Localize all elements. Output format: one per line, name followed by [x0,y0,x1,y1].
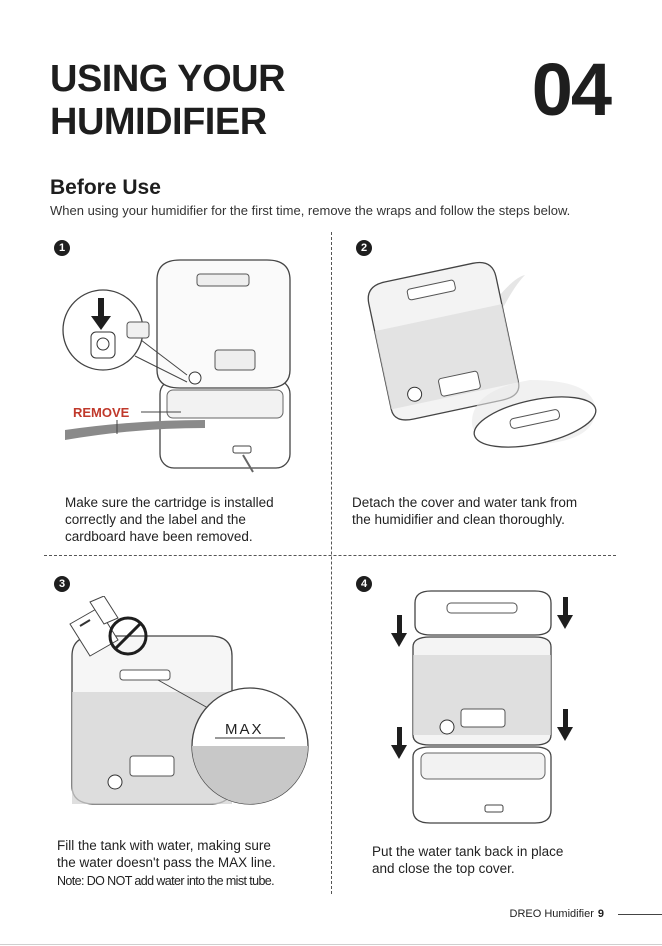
step-2-caption-line: Detach the cover and water tank from [352,495,578,510]
page-title-line2: HUMIDIFIER [50,101,267,143]
step-1-illustration: REMOVE [62,259,291,473]
step-2-number: 2 [356,240,372,256]
step-3-illustration: MAX [69,596,309,805]
step-3-caption: Fill the tank with water, making sure th… [57,837,276,871]
footer-brand: DREO Humidifier [509,908,594,920]
footer-rule [618,914,662,915]
step-4-caption-line: and close the top cover. [372,861,515,876]
step-2-illustration [367,261,597,448]
step-4-caption: Put the water tank back in place and clo… [372,843,563,877]
step-1-caption: Make sure the cartridge is installed cor… [65,494,274,545]
step-3-caption-line: the water doesn't pass the MAX line. [57,855,276,870]
page-title-line1: USING YOUR [50,58,286,100]
step-3-note: Note: DO NOT add water into the mist tub… [57,874,275,888]
step-3-caption-line: Fill the tank with water, making sure [57,838,271,853]
remove-label: REMOVE [73,405,130,420]
page-title: USING YOUR HUMIDIFIER [50,58,286,144]
step-1-number: 1 [54,240,70,256]
step-1-caption-line: correctly and the label and the [65,512,246,527]
horizontal-divider [44,555,616,556]
bottom-rule [0,944,662,945]
step-4-illustration [391,590,573,824]
section-intro: When using your humidifier for the first… [50,203,571,218]
page-number: 9 [597,908,604,920]
step-4-caption-line: Put the water tank back in place [372,844,564,859]
step-3-number: 3 [54,576,70,592]
max-label: MAX [225,721,264,738]
section-title: Before Use [50,176,161,199]
step-1-caption-line: cardboard have been removed. [65,529,253,544]
step-1-caption-line: Make sure the cartridge is installed [65,495,274,510]
step-2-caption: Detach the cover and water tank from the… [352,494,577,528]
step-4-number: 4 [356,576,372,592]
step-2-caption-line: the humidifier and clean thoroughly. [352,512,565,527]
vertical-divider [331,232,332,894]
chapter-number: 04 [531,48,612,131]
